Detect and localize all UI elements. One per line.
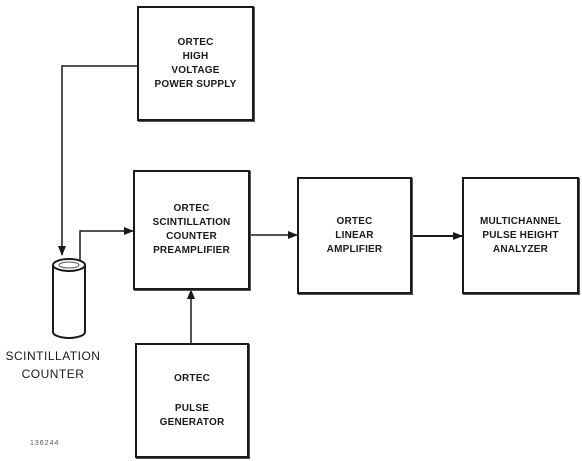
block-text-line: AMPLIFIER — [326, 243, 383, 255]
preamplifier-block: ORTEC SCINTILLATION COUNTER PREAMPLIFIER — [133, 170, 250, 290]
counter-to-preamp-wire — [79, 227, 134, 262]
scintillation-counter-icon — [52, 258, 86, 339]
block-text-line: PREAMPLIFIER — [153, 245, 230, 256]
linear-amplifier-block: ORTEC LINEAR AMPLIFIER — [297, 177, 412, 294]
block-text-line: ANALYZER — [492, 243, 549, 255]
block-text-line: PULSE HEIGHT — [482, 229, 559, 241]
figure-id: 136244 — [30, 440, 60, 447]
label-text-line: SCINTILLATION — [5, 349, 101, 363]
block-text-line: ORTEC — [336, 215, 373, 227]
block-text-line: SCINTILLATION — [152, 217, 231, 228]
block-text-line: ORTEC — [174, 372, 210, 384]
high-voltage-power-supply-block: ORTEC HIGH VOLTAGE POWER SUPPLY — [137, 6, 254, 121]
block-text-line: POWER SUPPLY — [154, 78, 237, 90]
block-text-line: LINEAR — [335, 229, 374, 241]
block-text-line: VOLTAGE — [171, 64, 220, 76]
block-text-line: ORTEC — [177, 36, 214, 48]
hv-to-counter-wire — [58, 65, 137, 256]
pulse-generator-block: ORTEC PULSE GENERATOR — [135, 343, 249, 458]
block-text-line: GENERATOR — [159, 416, 225, 428]
block-text-line: PULSE — [174, 402, 210, 414]
scintillation-counter-label: SCINTILLATION COUNTER — [0, 347, 106, 383]
block-text-line: HIGH — [182, 50, 209, 62]
block-text-line: ORTEC — [173, 203, 210, 214]
label-text-line: COUNTER — [21, 367, 85, 381]
block-text-line: MULTICHANNEL — [479, 215, 562, 227]
block-text-line: COUNTER — [166, 231, 217, 242]
pulse-height-analyzer-block: MULTICHANNEL PULSE HEIGHT ANALYZER — [462, 177, 579, 294]
